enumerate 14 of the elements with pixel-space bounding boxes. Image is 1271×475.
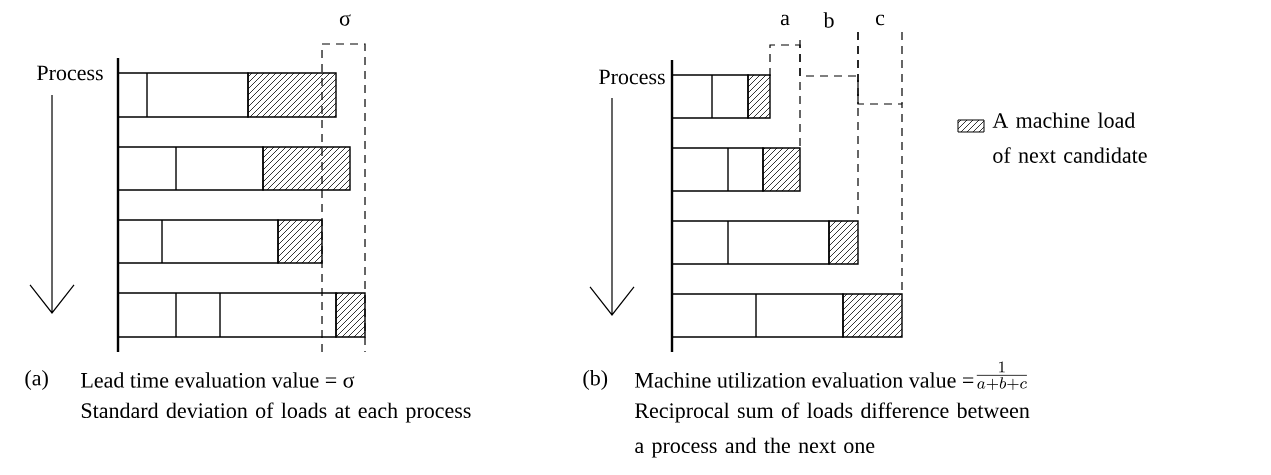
- legend-text: A machine load of next candidate: [992, 112, 1147, 163]
- caption-text: Lead time evaluation value = σ: [81, 372, 355, 388]
- caption-label: (b): [583, 370, 608, 390]
- dimension-label: σ: [339, 14, 351, 26]
- caption-text: Standard deviation of loads at each process: [81, 402, 471, 423]
- formula: $\frac{1}{a+b+c}$: [976, 361, 1027, 391]
- caption-text: Reciprocal sum of loads difference between a process and the next one: [635, 402, 1030, 458]
- caption-label: (a): [25, 370, 48, 390]
- axis-label: Process: [37, 65, 103, 81]
- axis-label: Process: [599, 69, 665, 85]
- caption-text: Machine utilization evaluation value =: [635, 372, 974, 388]
- dimension-label: b: [823, 12, 834, 28]
- dimension-label: c: [875, 14, 885, 26]
- dimension-label: a: [780, 14, 790, 26]
